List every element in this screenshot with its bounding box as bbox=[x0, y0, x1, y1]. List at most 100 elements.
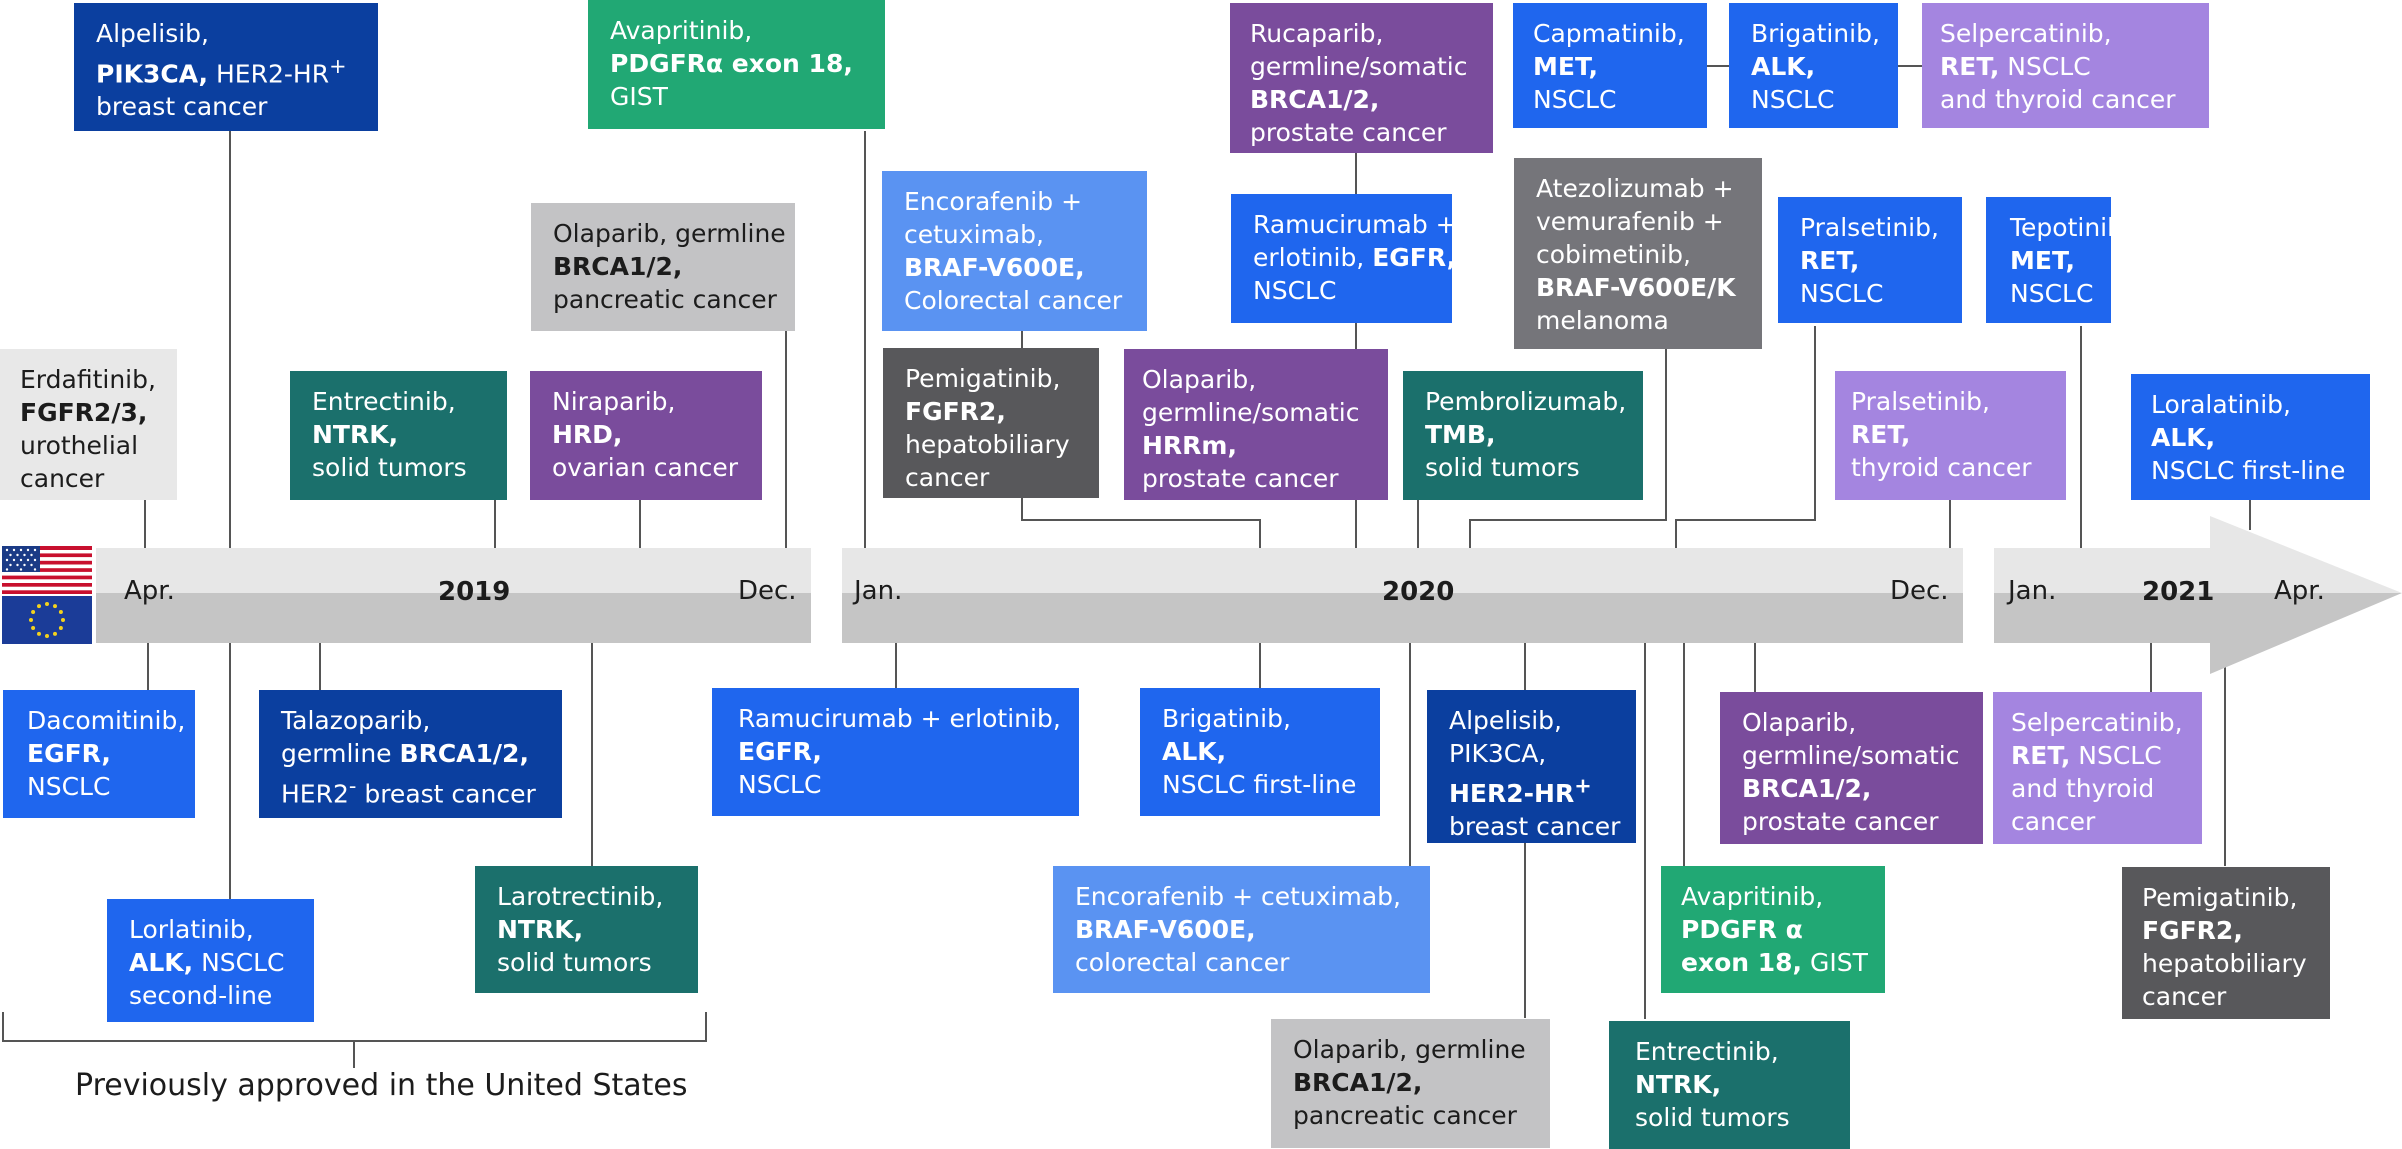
approval-text-line: Pralsetinib, bbox=[1851, 387, 1990, 416]
approval-text-line: Olaparib, bbox=[1142, 365, 1257, 394]
approval-text-line: HER2-HR+ bbox=[1449, 774, 1592, 809]
us-approval-card: Pemigatinib, FGFR2, hepatobiliary cancer bbox=[883, 348, 1099, 498]
approval-text-line: Tepotinib, bbox=[2010, 213, 2111, 242]
approval-text-line: Olaparib, bbox=[1742, 708, 1857, 737]
approval-text-line: and thyroid bbox=[2011, 774, 2155, 803]
approval-text-line: NSCLC bbox=[1533, 85, 1617, 114]
eu-approval-card: Encorafenib + cetuximab,BRAF-V600E,color… bbox=[1053, 866, 1430, 993]
eu-approval-card: Alpelisib,PIK3CA,HER2-HR+breast cancer bbox=[1427, 690, 1636, 843]
approval-text-line: hepatobiliary bbox=[905, 430, 1070, 459]
approval-text-line: solid tumors bbox=[1635, 1103, 1790, 1132]
year-label-2021: 2021 bbox=[2142, 577, 2215, 607]
approval-text-line: urothelial bbox=[20, 431, 139, 460]
approval-text-line: MET, bbox=[2010, 246, 2075, 275]
approval-text-line: solid tumors bbox=[1425, 453, 1580, 482]
approval-text-line: Alpelisib, bbox=[1449, 706, 1562, 735]
approval-text-line: FGFR2, bbox=[2142, 916, 2243, 945]
approval-text-line: BRCA1/2, bbox=[1742, 774, 1872, 803]
month-label-jan-2020: Jan. bbox=[854, 576, 903, 606]
approval-text-line: PDGFRα exon 18, bbox=[610, 49, 853, 78]
approval-text-line: EGFR, bbox=[27, 739, 111, 768]
approval-text-line: Avapritinib, bbox=[610, 16, 753, 45]
approval-text-line: Ramucirumab + erlotinib, bbox=[738, 704, 1061, 733]
approval-text-line: ALK, bbox=[1751, 52, 1816, 81]
approval-text-line: erlotinib, EGFR, bbox=[1253, 243, 1452, 272]
approval-text-line: FGFR2/3, bbox=[20, 398, 148, 427]
approval-text-line: NSCLC bbox=[738, 770, 822, 799]
approval-text-line: germline/somatic bbox=[1250, 52, 1468, 81]
approval-text-line: Entrectinib, bbox=[312, 387, 456, 416]
approval-text-line: Olaparib, germline bbox=[553, 219, 786, 248]
us-flag-icon bbox=[2, 546, 92, 594]
approval-text-line: Loralatinib, bbox=[2151, 390, 2292, 419]
approval-text-line: NTRK, bbox=[497, 915, 584, 944]
approval-text-line: Pemigatinib, bbox=[905, 364, 1061, 393]
us-approval-card: Alpelisib,PIK3CA, HER2-HR+breast cancer bbox=[74, 3, 378, 131]
approval-text-line: BRCA1/2, bbox=[1293, 1068, 1423, 1097]
approval-text-line: Ramucirumab + bbox=[1253, 210, 1452, 239]
us-approval-card: Brigatinib,ALK,NSCLC bbox=[1729, 3, 1898, 128]
approval-text-line: Pemigatinib, bbox=[2142, 883, 2298, 912]
approval-text-line: NTRK, bbox=[1635, 1070, 1722, 1099]
eu-approval-card: Ramucirumab + erlotinib, EGFR, NSCLC bbox=[712, 688, 1079, 816]
approval-text-line: Colorectal cancer bbox=[904, 286, 1123, 315]
approval-text-line: MET, bbox=[1533, 52, 1598, 81]
eu-approval-card: Dacomitinib, EGFR, NSCLC bbox=[3, 690, 195, 818]
approval-text-line: solid tumors bbox=[312, 453, 467, 482]
approval-text-line: Brigatinib, bbox=[1162, 704, 1291, 733]
approval-text-line: Pralsetinib, bbox=[1800, 213, 1939, 242]
approval-text-line: thyroid cancer bbox=[1851, 453, 2032, 482]
approval-text-line: BRAF-V600E/K bbox=[1536, 273, 1736, 302]
approval-text-line: Entrectinib, bbox=[1635, 1037, 1779, 1066]
eu-approval-card: Larotrectinib,NTRK,solid tumors bbox=[475, 866, 698, 993]
approval-text-line: RET, NSCLC bbox=[2011, 741, 2162, 770]
approval-text-line: prostate cancer bbox=[1250, 118, 1447, 147]
approval-text-line: colorectal cancer bbox=[1075, 948, 1290, 977]
approval-text-line: Dacomitinib, bbox=[27, 706, 186, 735]
approval-text-line: ALK, NSCLC bbox=[129, 948, 285, 977]
approval-text-line: NSCLC bbox=[27, 772, 111, 801]
approval-text-line: solid tumors bbox=[497, 948, 652, 977]
approval-text-line: ALK, bbox=[2151, 423, 2216, 452]
approval-text-line: pancreatic cancer bbox=[553, 285, 777, 314]
approval-text-line: hepatobiliary bbox=[2142, 949, 2307, 978]
us-approval-card: Encorafenib +cetuximab,BRAF-V600E,Colore… bbox=[882, 171, 1147, 331]
us-approval-card: Avapritinib, PDGFRα exon 18, GIST bbox=[588, 0, 885, 129]
approval-text-line: ovarian cancer bbox=[552, 453, 739, 482]
approval-text-line: Alpelisib, bbox=[96, 19, 209, 48]
approval-text-line: Encorafenib + bbox=[904, 187, 1083, 216]
eu-approval-card: Talazoparib,germline BRCA1/2,HER2- breas… bbox=[259, 690, 562, 818]
approval-text-line: EGFR, bbox=[738, 737, 822, 766]
approval-text-line: Erdafitinib, bbox=[20, 365, 156, 394]
approval-text-line: Niraparib, bbox=[552, 387, 676, 416]
approval-text-line: NSCLC bbox=[1253, 276, 1337, 305]
approval-text-line: cancer bbox=[905, 463, 990, 492]
approval-text-line: BRCA1/2, bbox=[1250, 85, 1380, 114]
approval-text-line: germline BRCA1/2, bbox=[281, 739, 529, 768]
approval-text-line: and thyroid cancer bbox=[1940, 85, 2176, 114]
approval-text-line: NSCLC bbox=[1800, 279, 1884, 308]
approval-text-line: BRAF-V600E, bbox=[904, 253, 1085, 282]
approval-text-line: Olaparib, germline bbox=[1293, 1035, 1526, 1064]
approval-text-line: NSCLC bbox=[2010, 279, 2094, 308]
approval-text-line: RET, bbox=[1800, 246, 1860, 275]
approval-text-line: Encorafenib + cetuximab, bbox=[1075, 882, 1401, 911]
eu-flag-icon bbox=[2, 596, 92, 644]
us-approval-card: Capmatinib,MET,NSCLC bbox=[1513, 3, 1707, 128]
approval-text-line: FGFR2, bbox=[905, 397, 1006, 426]
month-label-jan-2021: Jan. bbox=[2008, 576, 2057, 606]
approval-text-line: Selpercatinib, bbox=[1940, 19, 2112, 48]
approval-text-line: GIST bbox=[610, 82, 668, 111]
